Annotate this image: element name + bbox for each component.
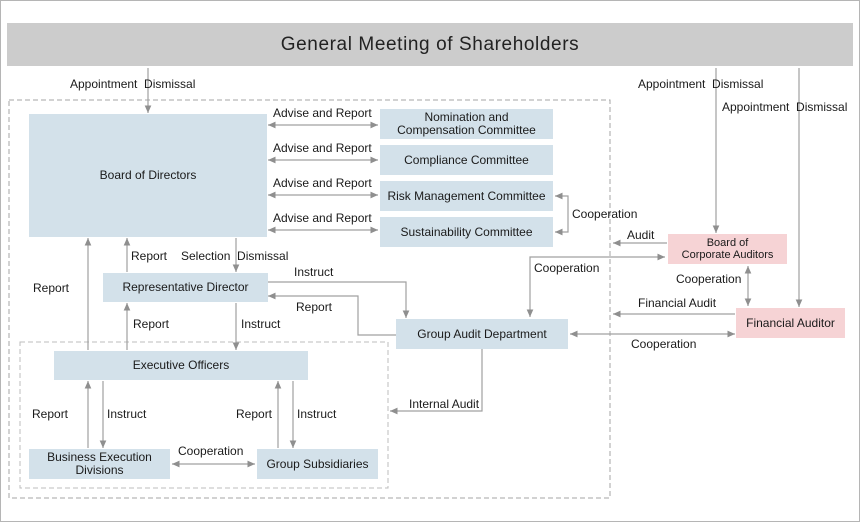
risk-management-committee-box: Risk Management Committee <box>380 181 553 211</box>
rep-report-label: Report <box>131 249 168 263</box>
board-of-directors-box: Board of Directors <box>29 114 267 237</box>
execution-group-outline <box>19 341 389 489</box>
board-of-corporate-auditors-box: Board of Corporate Auditors <box>668 234 787 264</box>
bed-gs-cooperation-label: Cooperation <box>178 444 244 458</box>
audit-label: Audit <box>627 228 655 242</box>
sustainability-committee-box: Sustainability Committee <box>380 217 553 247</box>
auditors-gad-cooperation-arrow <box>526 253 665 317</box>
advise-label-3: Advise and Report <box>273 176 372 190</box>
financial-auditor-box: Financial Auditor <box>736 308 845 338</box>
gad-fa-cooperation-label: Cooperation <box>631 337 697 351</box>
financial-audit-label: Financial Audit <box>638 296 717 310</box>
internal-audit-label: Internal Audit <box>409 397 480 411</box>
instruct-gad-label: Instruct <box>294 265 334 279</box>
business-execution-divisions-box: Business Execution Divisions <box>29 449 170 479</box>
instruct-gad-arrow <box>268 281 410 318</box>
advise-label-2: Advise and Report <box>273 141 372 155</box>
bed-instruct-label: Instruct <box>107 407 147 421</box>
gad-report-label: Report <box>296 300 333 314</box>
advise-label-1: Advise and Report <box>273 106 372 120</box>
executive-officers-box: Executive Officers <box>54 351 308 380</box>
general-meeting-header: General Meeting of Shareholders <box>7 23 853 66</box>
internal-audit-arrow <box>390 349 483 415</box>
gad-report-arrow <box>268 292 396 336</box>
compliance-committee-box: Compliance Committee <box>380 145 553 175</box>
nomination-compensation-committee-box: Nomination and Compensation Committee <box>380 109 553 139</box>
gm-to-board-label: Appointment Dismissal <box>70 77 196 91</box>
exec-report-rep-label: Report <box>133 317 170 331</box>
auditors-fa-cooperation-label: Cooperation <box>676 272 742 286</box>
group-subsidiaries-box: Group Subsidiaries <box>257 449 378 479</box>
representative-director-box: Representative Director <box>103 273 268 302</box>
group-audit-department-box: Group Audit Department <box>396 319 568 349</box>
advise-label-4: Advise and Report <box>273 211 372 225</box>
committee-cooperation-arrow <box>555 192 569 236</box>
committee-cooperation-label: Cooperation <box>572 207 638 221</box>
auditors-gad-cooperation-label: Cooperation <box>534 261 600 275</box>
rep-instruct-exec-label: Instruct <box>241 317 281 331</box>
selection-dismissal-label: Selection Dismissal <box>181 249 289 263</box>
gs-instruct-label: Instruct <box>297 407 337 421</box>
gm-to-corporate-auditors-label: Appointment Dismissal <box>638 77 764 91</box>
gm-to-financial-auditor-label: Appointment Dismissal <box>722 100 848 114</box>
exec-report-board-label: Report <box>33 281 70 295</box>
bed-report-label: Report <box>32 407 69 421</box>
gs-report-label: Report <box>236 407 273 421</box>
